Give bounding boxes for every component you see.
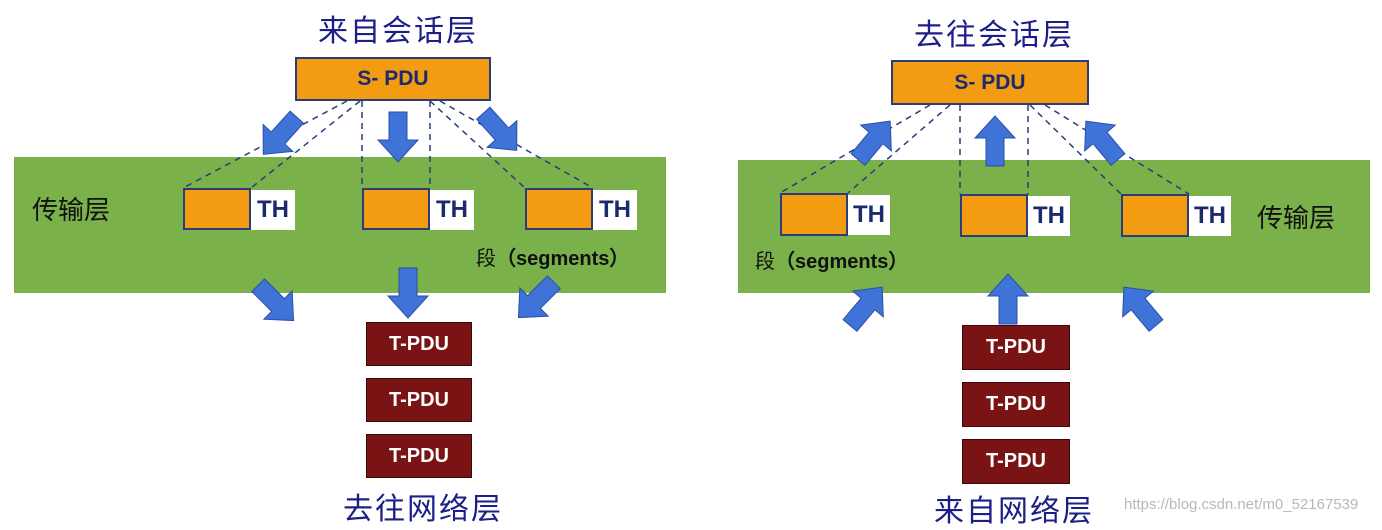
left-bottom-title: 去往网络层 xyxy=(343,492,503,527)
right-segment-2 xyxy=(960,194,1028,237)
arrow-down-icon xyxy=(387,267,429,319)
right-th-3: TH xyxy=(1189,196,1231,236)
left-segment-3 xyxy=(525,188,593,230)
arrow-up-left-icon xyxy=(1070,107,1134,173)
arrow-down-left-icon xyxy=(503,267,569,333)
left-guide-line xyxy=(250,100,361,189)
right-layer-label: 传输层 xyxy=(1257,204,1336,234)
right-tpdu-1: T-PDU xyxy=(962,325,1070,370)
arrow-up-right-icon xyxy=(842,107,906,173)
watermark: https://blog.csdn.net/m0_52167539 xyxy=(1124,496,1359,513)
left-th-2: TH xyxy=(430,190,474,230)
left-segment-1 xyxy=(183,188,251,230)
right-guide-line xyxy=(779,104,931,194)
right-guide-line xyxy=(847,104,951,194)
left-segment-2 xyxy=(362,188,430,230)
left-tpdu-3: T-PDU xyxy=(366,434,472,478)
right-th-1: TH xyxy=(848,195,890,235)
right-th-2: TH xyxy=(1028,196,1070,236)
arrow-up-left-icon xyxy=(834,273,898,339)
right-spdu-box: S- PDU xyxy=(891,60,1089,105)
left-th-1: TH xyxy=(251,190,295,230)
right-dashed-lines xyxy=(779,104,1190,195)
left-tpdu-1: T-PDU xyxy=(366,322,472,366)
arrow-down-icon xyxy=(377,111,419,163)
left-segment-prefix: 段 xyxy=(476,246,496,270)
right-title: 去往会话层 xyxy=(914,18,1074,53)
right-tpdu-3: T-PDU xyxy=(962,439,1070,484)
left-tpdu-2: T-PDU xyxy=(366,378,472,422)
arrow-up-right-icon xyxy=(1108,273,1172,339)
arrow-up-icon xyxy=(974,115,1016,167)
right-tpdu-2: T-PDU xyxy=(962,382,1070,427)
left-th-3: TH xyxy=(593,190,637,230)
right-segment-text: （segments） xyxy=(775,251,909,273)
left-title: 来自会话层 xyxy=(318,14,478,49)
left-segment-text: （segments） xyxy=(496,248,630,270)
left-segment-label: 段（segments） xyxy=(476,242,629,271)
right-segment-label: 段（segments） xyxy=(755,245,908,274)
left-spdu-box: S- PDU xyxy=(295,57,491,101)
left-layer-label: 传输层 xyxy=(32,196,111,226)
arrow-up-icon xyxy=(987,273,1029,325)
arrow-down-left-icon xyxy=(247,103,313,169)
arrow-down-right-icon xyxy=(467,99,533,165)
right-segment-1 xyxy=(780,193,848,236)
arrow-down-right-icon xyxy=(243,270,309,336)
right-segment-3 xyxy=(1121,194,1189,237)
right-segment-prefix: 段 xyxy=(755,249,775,273)
